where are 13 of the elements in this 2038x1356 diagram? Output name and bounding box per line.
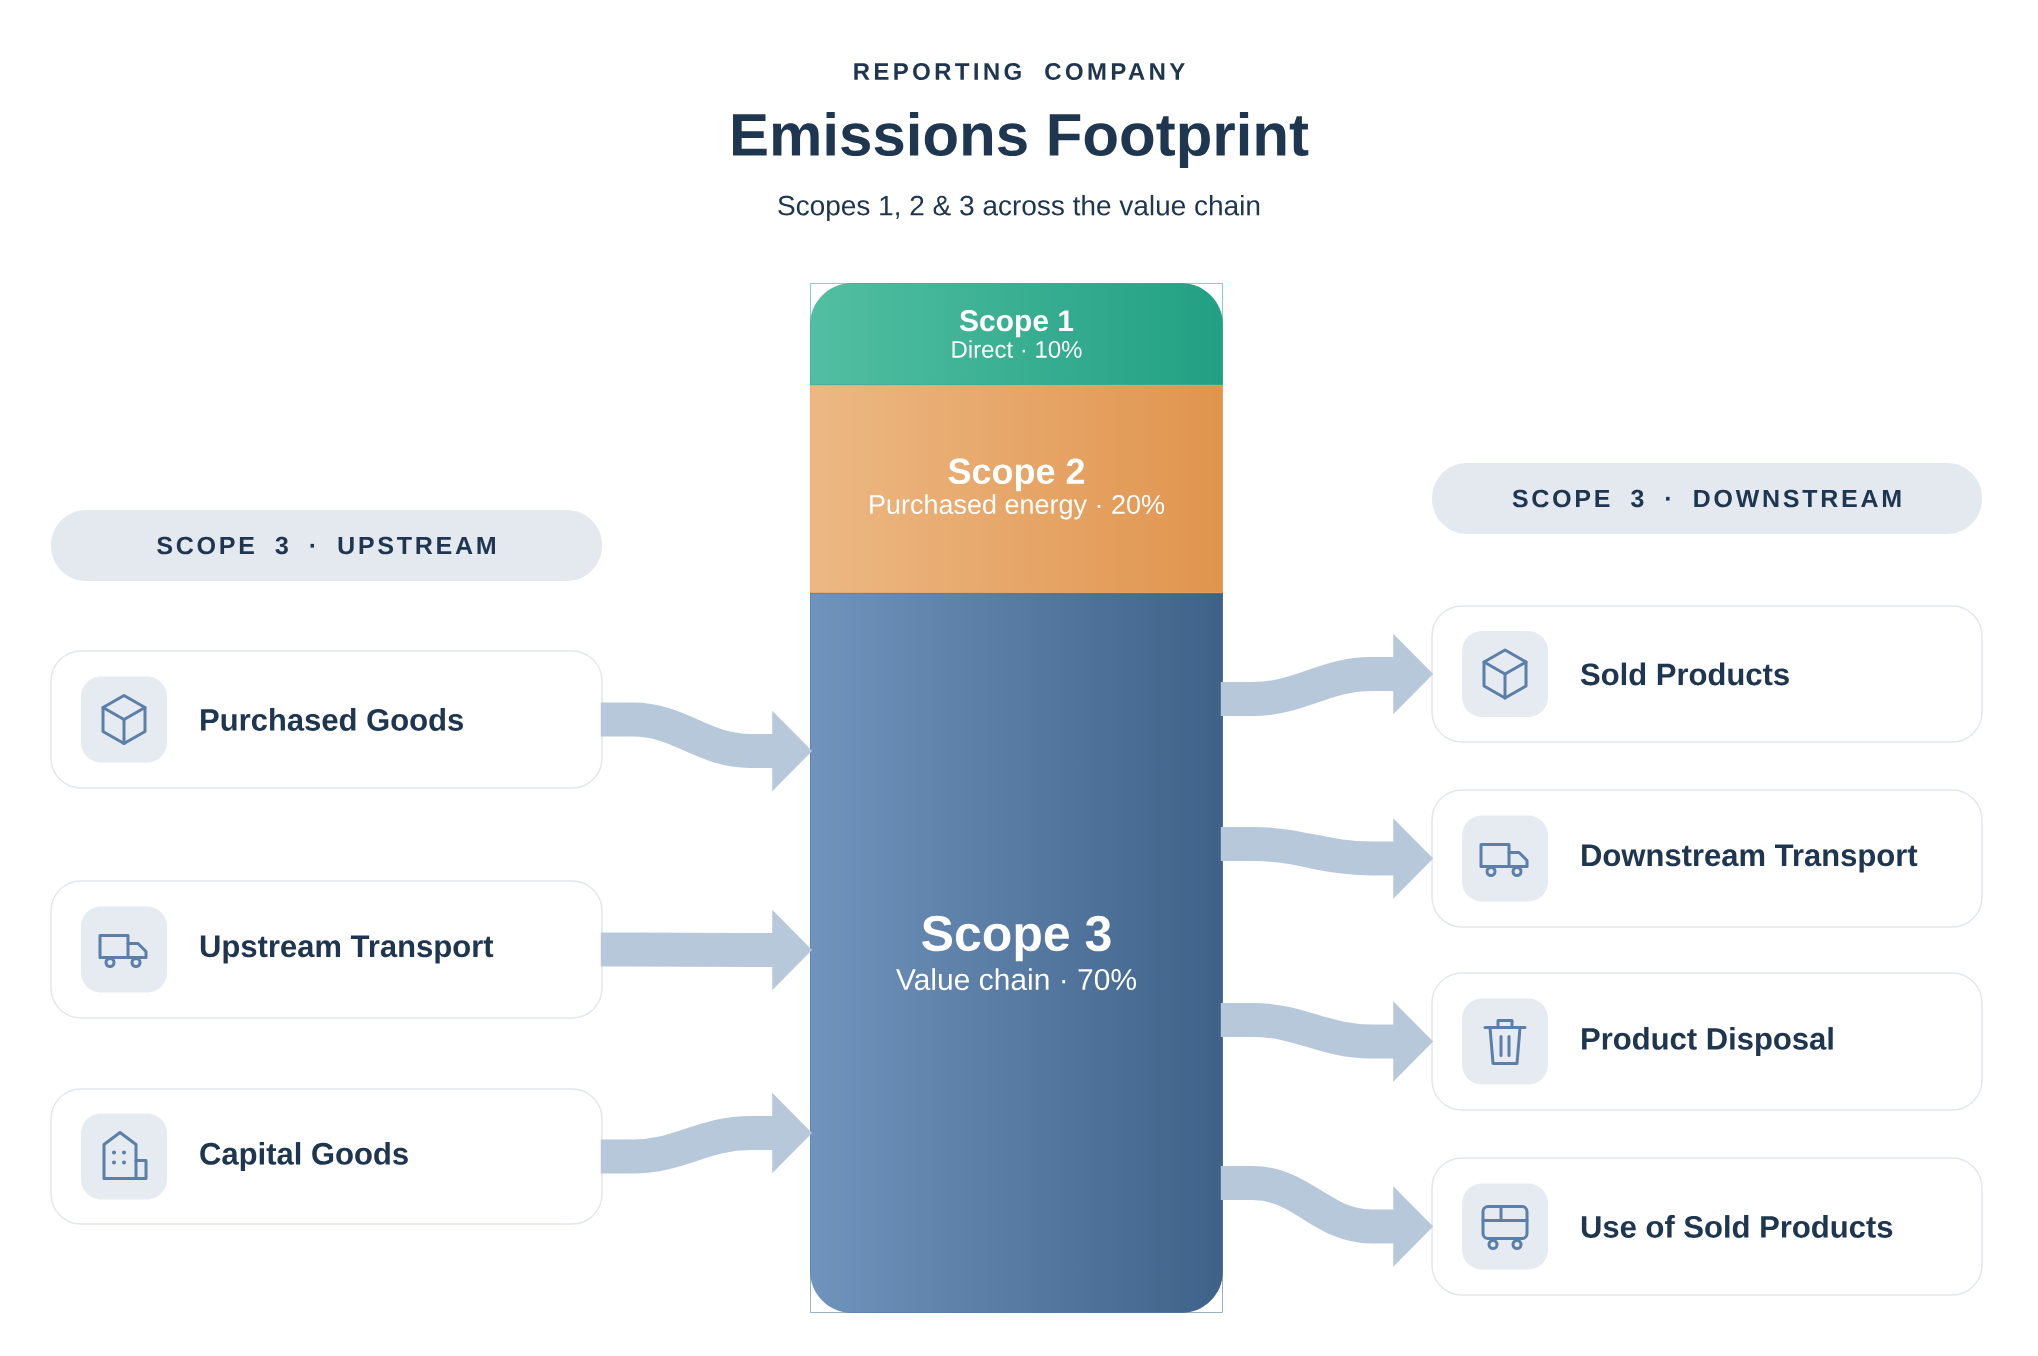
section-header: SCOPE 3 · UPSTREAM <box>51 510 602 581</box>
eyebrow-text: REPORTING COMPANY <box>854 63 1185 80</box>
title: Emissions Footprint <box>733 112 1309 168</box>
category-card: Product Disposal <box>1431 972 1983 1111</box>
scope-band: Scope 1 Direct · 10% <box>810 283 1223 385</box>
category-card: Purchased Goods <box>50 650 603 789</box>
category-card: Use of Sold Products <box>1431 1157 1983 1296</box>
section-header: SCOPE 3 · DOWNSTREAM <box>1432 463 1982 534</box>
category-card: Sold Products <box>1431 605 1983 743</box>
subtitle: Scopes 1, 2 & 3 across the value chain <box>778 194 1260 222</box>
category-card: Downstream Transport <box>1431 789 1983 928</box>
category-card: Capital Goods <box>50 1088 603 1225</box>
category-card: Upstream Transport <box>50 880 603 1019</box>
